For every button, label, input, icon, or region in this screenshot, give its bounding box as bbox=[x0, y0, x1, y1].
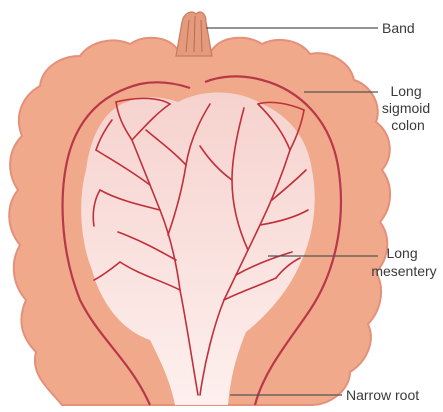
narrow-root-label: Narrow root bbox=[346, 387, 419, 403]
long-sigmoid-colon-label: Long sigmoid colon bbox=[382, 83, 434, 133]
band-structure bbox=[176, 12, 212, 56]
band-label: Band bbox=[382, 20, 415, 36]
